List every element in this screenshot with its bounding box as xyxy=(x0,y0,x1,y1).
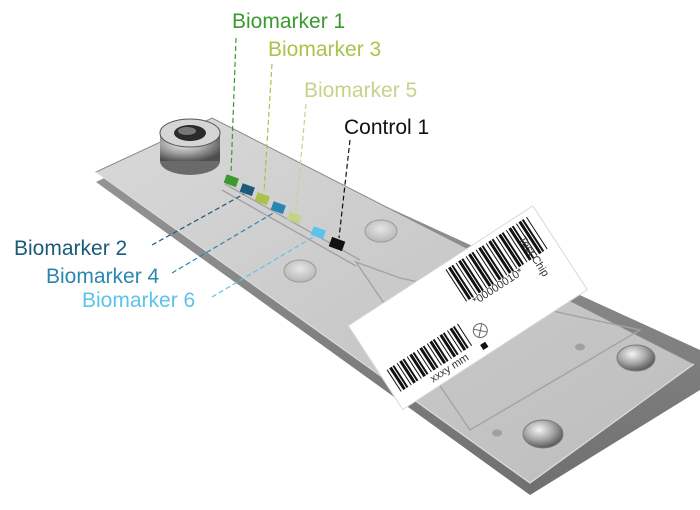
barcode-bar xyxy=(399,360,416,384)
barcode-bar xyxy=(429,340,447,364)
barcode-bar xyxy=(406,356,422,379)
label-biomarker-6: Biomarker 6 xyxy=(82,289,195,312)
barcode-bar xyxy=(465,256,488,289)
leader-biomarker-2 xyxy=(151,193,245,246)
barcode-bar xyxy=(511,225,535,259)
barcode-bar xyxy=(412,351,429,375)
barcode-bottom xyxy=(386,323,473,392)
logo-cross xyxy=(473,323,488,338)
barcode-bar xyxy=(419,347,437,371)
marker-labels: Biomarker 1 Biomarker 3 Biomarker 5 Cont… xyxy=(14,10,429,312)
barcode-bar xyxy=(389,366,406,391)
label-biomarker-5: Biomarker 5 xyxy=(304,79,417,102)
barcode-bar xyxy=(526,216,548,250)
barcode-bar xyxy=(432,338,449,362)
spot-biomarker-3 xyxy=(254,192,270,206)
marker-spots xyxy=(223,174,346,252)
label-biomarker-2: Biomarker 2 xyxy=(14,237,127,260)
barcode-bar xyxy=(455,262,478,296)
barcode-bar xyxy=(442,332,459,356)
spot-biomarker-1 xyxy=(223,174,239,188)
barcode-bar xyxy=(402,358,419,382)
leader-biomarker-5 xyxy=(295,103,307,212)
barcode-bar xyxy=(436,336,452,360)
barcode-bar xyxy=(416,349,432,373)
barcode-bar xyxy=(396,362,412,386)
barcode-bar xyxy=(475,249,498,282)
barcode-bar xyxy=(451,264,474,298)
barcode-bar xyxy=(448,266,472,300)
label-biomarker-3: Biomarker 3 xyxy=(268,38,381,61)
leader-lines xyxy=(151,37,351,298)
barcode-bar xyxy=(521,219,545,253)
barcode-bar xyxy=(392,365,409,388)
barcode-bar xyxy=(468,253,492,287)
label-biomarker-4: Biomarker 4 xyxy=(46,265,160,288)
barcode-bar xyxy=(488,240,512,274)
barcode-bar xyxy=(518,220,542,255)
mark-square xyxy=(480,341,489,351)
barcode-bar xyxy=(386,369,402,392)
barcode-bar xyxy=(458,259,482,294)
barcode-bar xyxy=(445,269,468,302)
barcode-label: *00000010* Test Chip xxxy mm xyxy=(347,205,588,411)
barcode-bar xyxy=(452,325,469,349)
spot-biomarker-4 xyxy=(270,201,286,215)
barcode-bar xyxy=(422,345,439,369)
label-biomarker-1: Biomarker 1 xyxy=(232,10,345,33)
barcode-bar xyxy=(505,229,528,263)
spot-control-1 xyxy=(328,236,346,252)
barcode-bar xyxy=(447,330,463,353)
barcode-bar xyxy=(439,334,457,358)
leader-biomarker-3 xyxy=(263,63,273,193)
spot-biomarker-5 xyxy=(286,211,302,225)
barcode-bar xyxy=(457,323,473,347)
leader-control-1 xyxy=(338,139,351,239)
barcode-bar xyxy=(426,343,442,366)
barcode-bar xyxy=(409,353,426,378)
spot-biomarker-6 xyxy=(310,226,326,240)
barcode-bar xyxy=(481,245,504,279)
barcode-bar xyxy=(491,238,515,272)
barcode-bar xyxy=(471,251,494,285)
leader-biomarker-1 xyxy=(230,37,237,175)
barcode-bar xyxy=(485,243,508,276)
label-control-1: Control 1 xyxy=(344,116,429,139)
barcode-bar xyxy=(461,258,484,292)
logo-icon xyxy=(472,323,488,339)
barcode-top xyxy=(445,216,548,302)
barcode-bar xyxy=(508,227,532,261)
barcode-bar xyxy=(501,232,525,266)
barcode-bar xyxy=(478,246,502,281)
leader-biomarker-4 xyxy=(171,211,276,274)
barcode-bar xyxy=(495,236,518,269)
barcode-bar xyxy=(449,327,467,351)
barcode-bar xyxy=(515,223,538,256)
barcode-bar xyxy=(498,233,522,268)
inlet-port xyxy=(159,118,221,175)
leader-biomarker-6 xyxy=(211,235,316,298)
spot-biomarker-2 xyxy=(239,183,255,197)
